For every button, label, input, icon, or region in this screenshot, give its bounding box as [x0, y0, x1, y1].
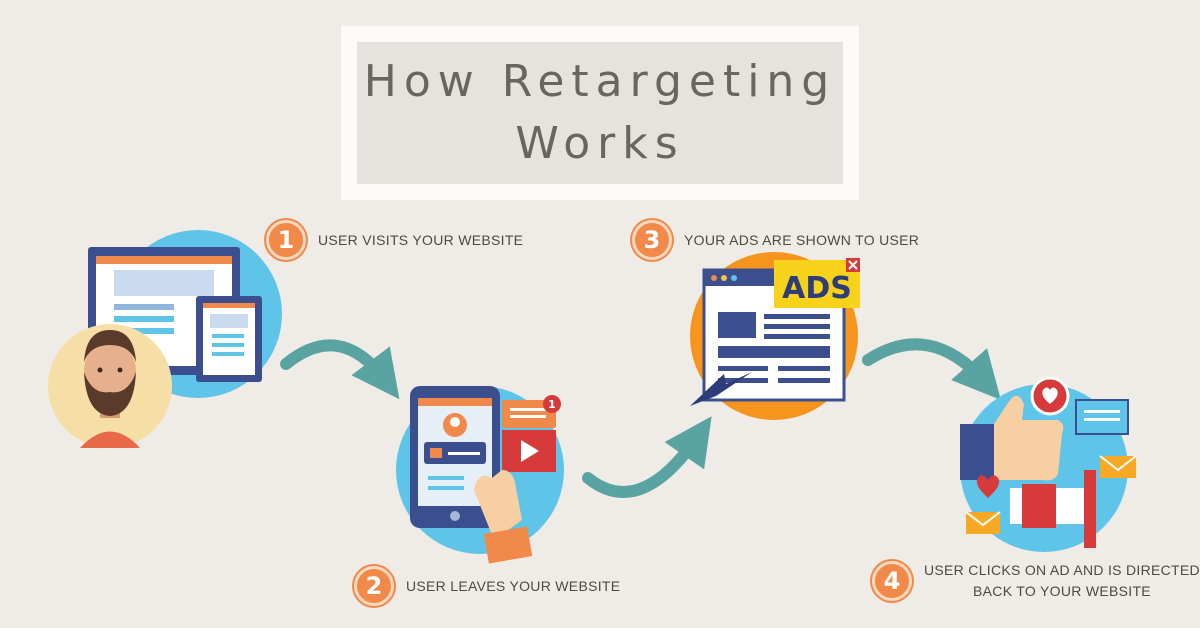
step-3-badge: 3	[632, 220, 672, 260]
ads-banner-text: ADS	[782, 271, 852, 306]
step4-illustration	[960, 376, 1137, 552]
flow-arrow-2	[582, 416, 712, 498]
cursor-arrow-icon	[690, 372, 752, 406]
envelope-icon	[1100, 456, 1136, 478]
page-title-line-2: Works	[515, 118, 685, 169]
flow-arrow-3	[862, 338, 1001, 400]
step-3: 3 YOUR ADS ARE SHOWN TO USER	[632, 220, 919, 260]
notification-count: 1	[548, 398, 556, 411]
step-4-label: USER CLICKS ON AD AND IS DIRECTED BACK T…	[924, 560, 1200, 602]
step-1-badge: 1	[266, 220, 306, 260]
ads-banner	[774, 260, 860, 308]
step3-illustration	[690, 252, 860, 420]
page-title-line-1: How Retargeting	[363, 56, 837, 107]
title-panel: How Retargeting Works	[357, 42, 843, 184]
title-box: How Retargeting Works	[341, 26, 859, 200]
user-face-icon	[84, 340, 136, 404]
step-2-label: USER LEAVES YOUR WEBSITE	[406, 578, 621, 594]
step-4-badge: 4	[872, 561, 912, 601]
step-4: 4 USER CLICKS ON AD AND IS DIRECTED BACK…	[872, 560, 1200, 602]
small-heart-icon	[976, 475, 1000, 498]
chat-bubble-icon	[1075, 399, 1129, 435]
step-4-label-line-2: BACK TO YOUR WEBSITE	[973, 583, 1151, 599]
message-icon	[502, 400, 556, 428]
step-2: 2 USER LEAVES YOUR WEBSITE	[354, 566, 620, 606]
step-2-badge: 2	[354, 566, 394, 606]
hand-pointer-icon	[474, 470, 522, 540]
step1-illustration	[48, 230, 282, 448]
thumbs-up-icon	[960, 424, 994, 480]
step2-illustration	[396, 386, 564, 564]
step-1-label: USER VISITS YOUR WEBSITE	[318, 232, 524, 248]
notification-badge	[543, 395, 561, 413]
step-3-label: YOUR ADS ARE SHOWN TO USER	[684, 232, 920, 248]
step-1: 1 USER VISITS YOUR WEBSITE	[266, 220, 523, 260]
step-4-label-line-1: USER CLICKS ON AD AND IS DIRECTED	[924, 562, 1200, 578]
flow-arrow-1	[280, 339, 400, 400]
